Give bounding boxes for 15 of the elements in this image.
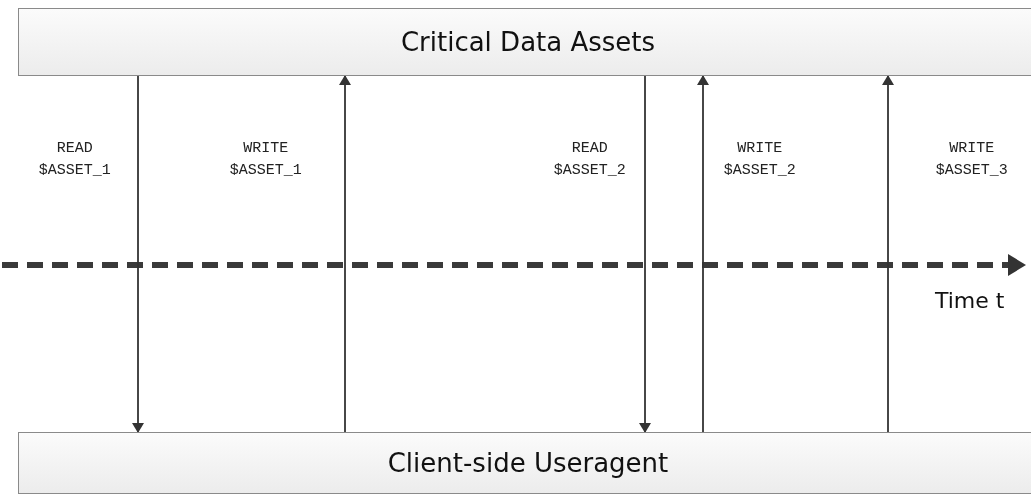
arrow [639, 75, 651, 433]
axis-label: Time t [935, 288, 1005, 313]
arrow [697, 75, 709, 433]
edge-label: READ $ASSET_2 [552, 139, 627, 181]
arrow [132, 75, 144, 433]
client-box [18, 432, 1031, 494]
edge-label: WRITE $ASSET_2 [722, 139, 797, 181]
edge-label: WRITE $ASSET_1 [228, 139, 303, 181]
edge-label: READ $ASSET_1 [37, 139, 112, 181]
box-title: Client-side Useragent [387, 448, 669, 478]
arrow [339, 75, 351, 433]
data-assets-box [18, 8, 1031, 76]
box-title: Critical Data Assets [400, 27, 656, 57]
edge-label: WRITE $ASSET_3 [934, 139, 1009, 181]
arrow [882, 75, 894, 433]
